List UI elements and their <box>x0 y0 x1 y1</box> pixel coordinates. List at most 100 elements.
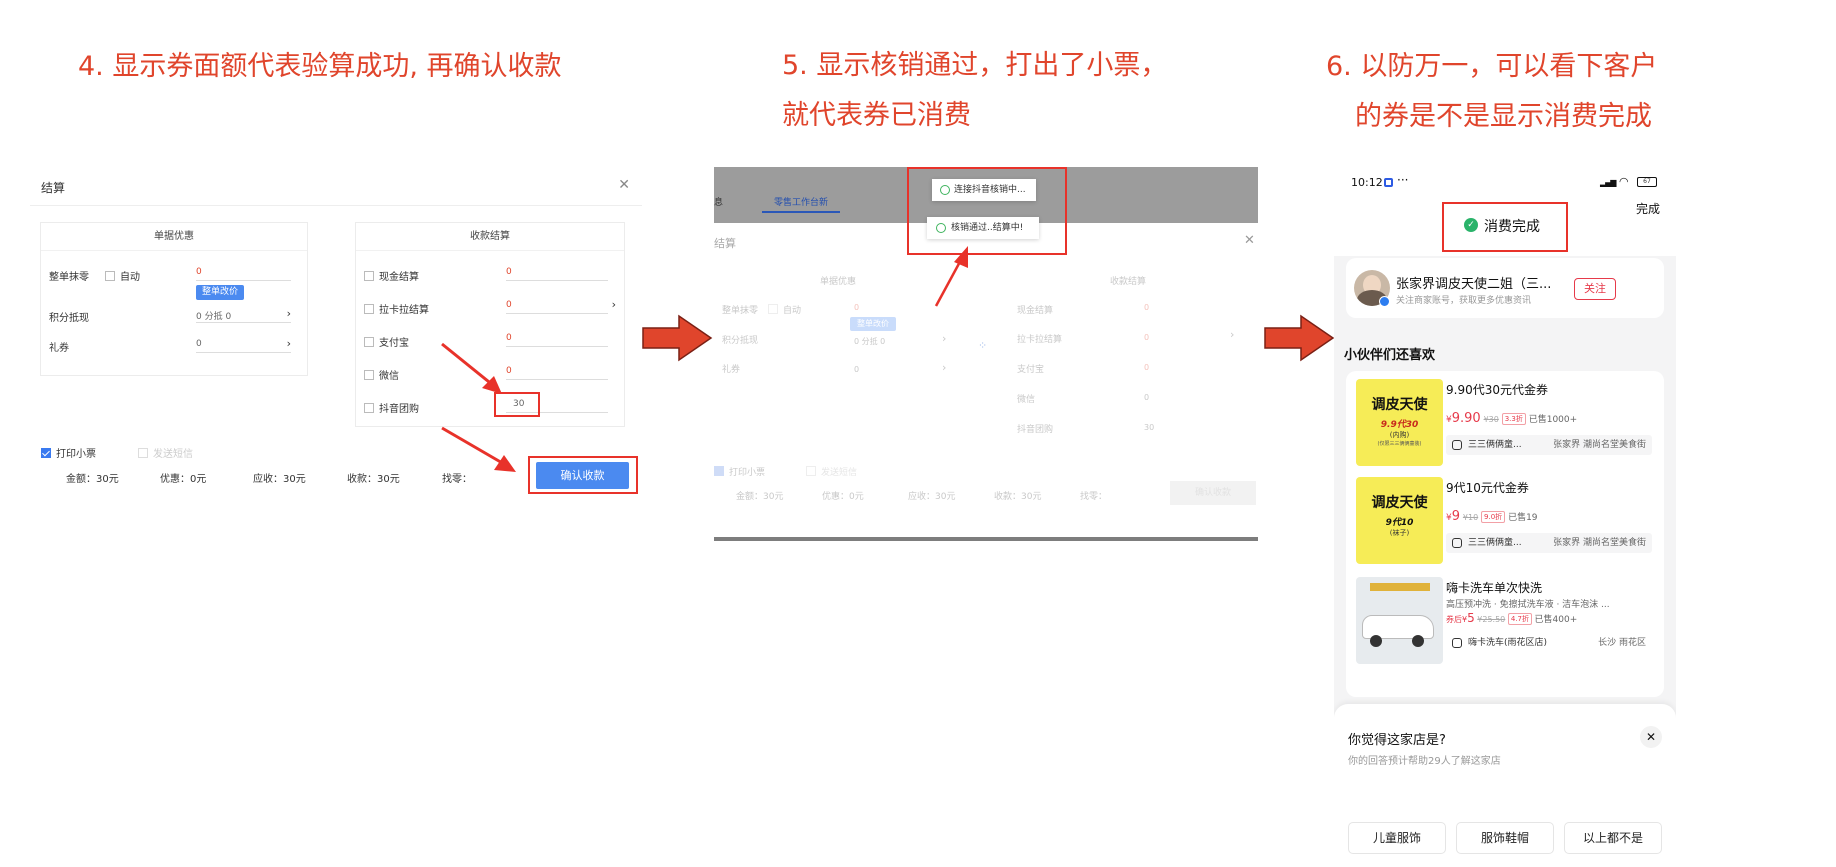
round-label: 整单抹零 <box>722 306 759 316</box>
item-desc: 高压预冲洗 · 免擦拭洗车液 · 洁车泡沫 ... <box>1446 600 1610 610</box>
card-title: 收款结算 <box>1110 277 1147 287</box>
tab-retail-workbench[interactable]: 零售工作台新 <box>774 198 829 208</box>
status-time: 10:12 <box>1351 176 1383 189</box>
payment-wechat[interactable]: 微信 <box>1017 395 1036 405</box>
close-icon[interactable]: ✕ <box>1244 233 1255 248</box>
points-input[interactable]: 0 分抵 0 <box>854 337 886 346</box>
shop-bar[interactable]: 嗨卡洗车(雨花区店) 长沙 雨花区 <box>1446 633 1652 653</box>
list-item[interactable]: 调皮天使 9.9代30 (内购) (仅限三三俩俩童装) 9.90代30元代金券 … <box>1346 371 1664 471</box>
checkbox-icon <box>806 466 816 476</box>
close-icon[interactable]: ✕ <box>1640 726 1662 748</box>
auto-checkbox[interactable]: 自动 <box>105 268 140 283</box>
list-item[interactable]: 嗨卡洗车单次快洗 高压预冲洗 · 免擦拭洗车液 · 洁车泡沫 ... 券后¥5 … <box>1346 571 1664 671</box>
product-list: 调皮天使 9.9代30 (内购) (仅限三三俩俩童装) 9.90代30元代金券 … <box>1346 371 1664 697</box>
checkbox-icon <box>714 466 724 476</box>
print-checkbox[interactable]: 打印小票 <box>714 465 765 478</box>
print-checkbox[interactable]: 打印小票 <box>41 445 96 460</box>
chevron-right-icon[interactable]: › <box>1230 328 1235 341</box>
chevron-right-icon[interactable]: › <box>942 361 947 374</box>
checkbox-icon <box>364 370 374 380</box>
checkbox-icon <box>364 337 374 347</box>
shop-bar[interactable]: 三三俩俩童... 张家界 潮尚名堂美食街 <box>1446 435 1652 455</box>
payment-cash[interactable]: 现金结算 <box>364 268 419 283</box>
chevron-right-icon[interactable]: › <box>286 337 291 350</box>
round-input[interactable]: 0 <box>854 303 860 312</box>
payment-douyin[interactable]: 抖音团购 <box>1017 425 1054 435</box>
lakala-input[interactable]: 0 <box>1144 333 1150 342</box>
phone-screen: 10:12 ··· ▂▄▆ ◠ 67 完成 ✓ 消费完成 张家界调皮天使二姐（三… <box>1334 166 1676 867</box>
coupon-input[interactable]: 0 <box>854 365 860 374</box>
cash-input[interactable]: 0 <box>506 267 608 281</box>
douyin-input[interactable]: 30 <box>506 399 608 413</box>
done-button[interactable]: 完成 <box>1636 202 1661 216</box>
check-circle-icon <box>940 185 950 195</box>
coupon-input[interactable]: 0› <box>196 337 291 353</box>
merchant-card[interactable]: 张家界调皮天使二姐（三... 关注商家账号，获取更多优惠资讯 关注 <box>1346 258 1664 318</box>
total-received: 收款：30元 <box>994 492 1042 502</box>
points-label: 积分抵现 <box>722 336 759 346</box>
total-change: 找零： <box>1080 492 1108 502</box>
douyin-input[interactable]: 30 <box>1144 423 1155 432</box>
round-input[interactable]: 0 <box>196 267 291 281</box>
lakala-input[interactable]: 0› <box>506 298 616 314</box>
payment-lakala[interactable]: 拉卡拉结算 <box>364 301 429 316</box>
verified-icon <box>1379 296 1390 307</box>
caption-step6-line2: 的券是不是显示消费完成 <box>1355 101 1652 132</box>
highlight-consumed <box>1442 202 1568 252</box>
wifi-icon: ◠ <box>1619 175 1629 188</box>
dialog-title: 结算 <box>714 237 736 250</box>
payment-douyin[interactable]: 抖音团购 <box>364 400 419 415</box>
sms-checkbox[interactable]: 发送短信 <box>138 445 193 460</box>
total-due: 应收：30元 <box>908 492 956 502</box>
total-discount: 优惠：0元 <box>822 492 864 502</box>
merchant-desc: 关注商家账号，获取更多优惠资讯 <box>1396 296 1532 306</box>
payment-alipay[interactable]: 支付宝 <box>1017 365 1045 375</box>
caption-step6-line1: 6. 以防万一，可以看下客户 <box>1326 51 1658 82</box>
alipay-input[interactable]: 0 <box>506 333 608 347</box>
chevron-right-icon[interactable]: › <box>286 307 291 320</box>
item-price: ¥9 ¥10 9.0折 已售19 <box>1446 509 1538 524</box>
cash-input[interactable]: 0 <box>1144 303 1150 312</box>
wechat-input[interactable]: 0 <box>506 366 608 380</box>
list-item[interactable]: 调皮天使 9代10 (袜子) 9代10元代金券 ¥9 ¥10 9.0折 已售19… <box>1346 471 1664 571</box>
checkbox-icon <box>41 448 51 458</box>
chevron-right-icon[interactable]: › <box>942 332 947 345</box>
close-icon[interactable]: ✕ <box>618 177 630 193</box>
auto-checkbox[interactable]: 自动 <box>768 303 801 316</box>
card-title: 单据优惠 <box>41 223 307 251</box>
payment-card: 收款结算 现金结算 0 拉卡拉结算 0› 支付宝 0 微信 0 抖音团购 30 <box>355 222 625 427</box>
change-price-button[interactable]: 整单改价 <box>196 285 244 300</box>
toast-verified: 核销通过..结算中! <box>927 217 1039 239</box>
checkbox-icon <box>105 271 115 281</box>
tab-info[interactable]: 息 <box>714 198 724 208</box>
payment-cash[interactable]: 现金结算 <box>1017 306 1054 316</box>
points-input[interactable]: 0 分抵 0› <box>196 307 291 323</box>
survey-option[interactable]: 以上都不是 <box>1564 822 1662 854</box>
checkbox-icon <box>768 304 778 314</box>
coupon-label: 礼券 <box>722 365 741 375</box>
checkbox-icon <box>138 448 148 458</box>
payment-alipay[interactable]: 支付宝 <box>364 334 409 349</box>
survey-option[interactable]: 服饰鞋帽 <box>1456 822 1554 854</box>
follow-button[interactable]: 关注 <box>1574 278 1616 300</box>
confirm-payment-button[interactable]: 确认收款 <box>536 462 629 489</box>
checkbox-icon <box>364 304 374 314</box>
payment-wechat[interactable]: 微信 <box>364 367 399 382</box>
item-title: 嗨卡洗车单次快洗 <box>1446 581 1543 595</box>
check-circle-icon <box>936 223 946 233</box>
alipay-input[interactable]: 0 <box>1144 363 1150 372</box>
avatar <box>1354 270 1390 306</box>
payment-lakala[interactable]: 拉卡拉结算 <box>1017 335 1063 345</box>
merchant-name: 张家界调皮天使二姐（三... <box>1396 277 1552 292</box>
signal-icon: ▂▄▆ <box>1600 178 1617 187</box>
chevron-right-icon[interactable]: › <box>611 298 616 311</box>
wechat-input[interactable]: 0 <box>1144 393 1150 402</box>
points-label: 积分抵现 <box>49 313 89 324</box>
survey-option[interactable]: 儿童服饰 <box>1348 822 1446 854</box>
total-discount: 优惠：0元 <box>160 474 207 485</box>
confirm-payment-button[interactable]: 确认收款 <box>1170 481 1256 505</box>
sms-checkbox[interactable]: 发送短信 <box>806 465 857 478</box>
shop-bar[interactable]: 三三俩俩童... 张家界 潮尚名堂美食街 <box>1446 533 1652 553</box>
status-dots: ··· <box>1397 173 1409 187</box>
change-price-button[interactable]: 整单改价 <box>850 317 896 331</box>
